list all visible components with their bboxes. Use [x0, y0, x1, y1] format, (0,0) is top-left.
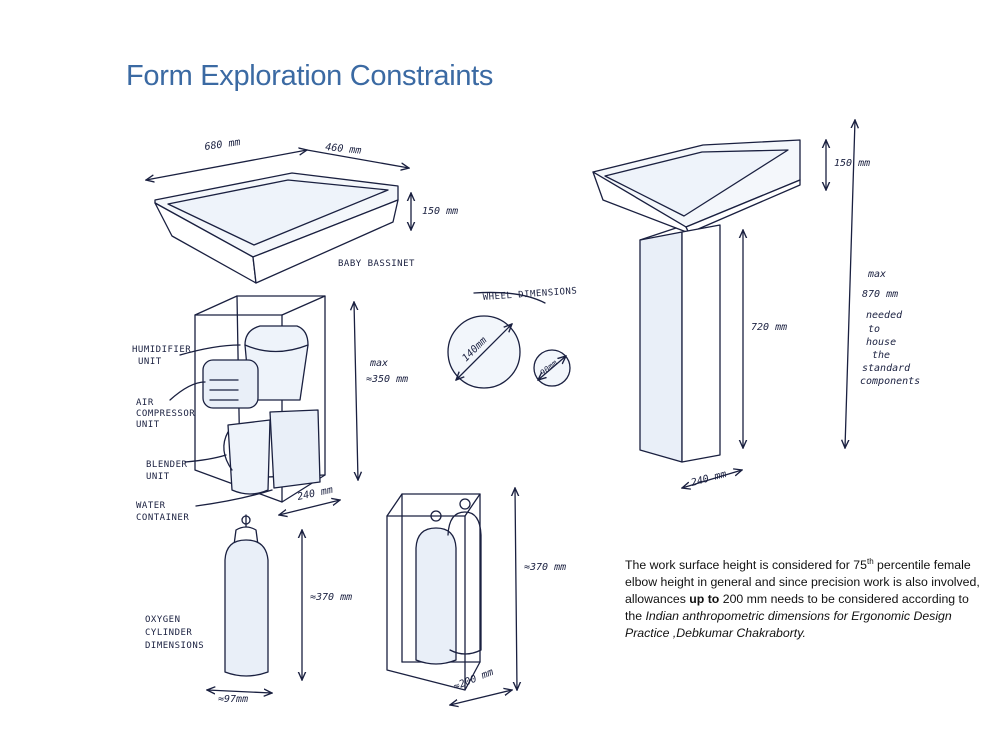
- pedestal-total-label: 870 mm: [862, 289, 898, 300]
- pair-height-label: ≈370 mm: [524, 562, 566, 573]
- bassinet-name-label: BABY BASSINET: [338, 259, 415, 269]
- page-title: Form Exploration Constraints: [126, 60, 494, 92]
- pedestal-column-label: 720 mm: [751, 322, 787, 333]
- ergonomic-note: The work surface height is considered fo…: [625, 557, 980, 641]
- pedestal-width-label: 240 mm: [690, 469, 728, 489]
- cylinder-pair-sketch: [386, 488, 517, 705]
- cylinder-height-label: ≈370 mm: [310, 592, 352, 603]
- wheel-title-label: WHEEL DIMENSIONS: [483, 286, 578, 303]
- bassinet-width-label: 460 mm: [325, 142, 362, 157]
- box-height-label: ≈350 mm: [366, 374, 408, 385]
- pedestal-sketch: [592, 120, 855, 488]
- bassinet-sketch: [146, 150, 411, 284]
- bassinet-length-label: 680 mm: [204, 137, 241, 153]
- pedestal-top-label: 150 mm: [834, 158, 870, 169]
- equipment-box-sketch: [169, 295, 358, 515]
- pedestal-max-label: max: [867, 269, 886, 280]
- wheels-sketch: [447, 291, 571, 389]
- oxygen-cylinder-sketch: [207, 514, 302, 693]
- bassinet-height-label: 150 mm: [422, 206, 458, 217]
- cylinder-width-label: ≈97mm: [218, 694, 248, 705]
- box-max-label: max: [369, 358, 388, 369]
